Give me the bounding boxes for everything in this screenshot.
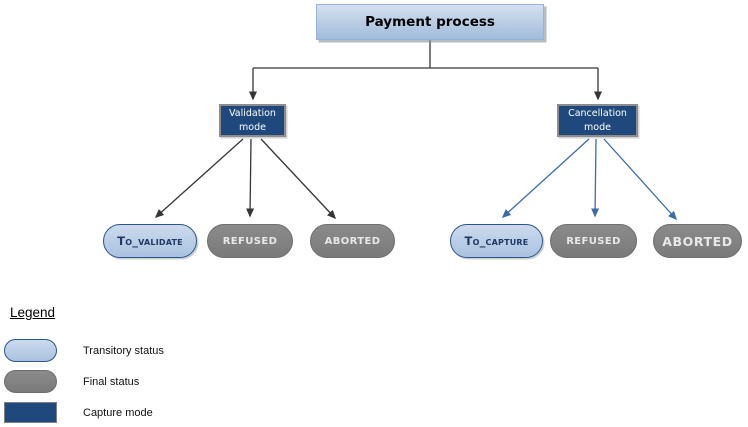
transitory-status-swatch <box>4 339 57 362</box>
legend-item-final: Final status <box>4 370 139 393</box>
arrow-cancellation-to-to-capture <box>501 138 590 219</box>
status-aborted-validation-node: ABORTED <box>310 224 395 258</box>
cancellation-mode-node: Cancellation mode <box>557 104 638 137</box>
arrow-validation-to-to-validate <box>154 138 244 219</box>
status-refused-validation-node: REFUSED <box>207 224 293 258</box>
status-aborted-cancellation-node: ABORTED <box>653 224 742 258</box>
final-status-swatch <box>4 370 57 393</box>
arrow-validation-to-aborted <box>260 138 337 220</box>
capture-mode-swatch <box>4 402 57 423</box>
legend-item-label: Transitory status <box>83 344 164 357</box>
arrow-cancellation-to-refused <box>591 138 600 218</box>
legend-item-label: Final status <box>83 375 140 388</box>
arrow-cancellation-to-aborted <box>603 138 678 221</box>
tree-connector <box>253 40 598 69</box>
legend-title: Legend <box>10 305 56 320</box>
status-to-validate-node: To_validate <box>103 224 197 258</box>
legend-item-label: Capture mode <box>83 406 153 419</box>
status-to-capture-node: To_capture <box>450 224 543 258</box>
status-refused-cancellation-node: REFUSED <box>550 224 637 258</box>
legend-item-transitory: Transitory status <box>4 339 164 362</box>
validation-mode-node: Validation mode <box>219 104 286 137</box>
arrow-validation-to-refused <box>246 138 255 218</box>
payment-process-node: Payment process <box>316 4 544 40</box>
legend-item-capture: Capture mode <box>4 401 153 424</box>
